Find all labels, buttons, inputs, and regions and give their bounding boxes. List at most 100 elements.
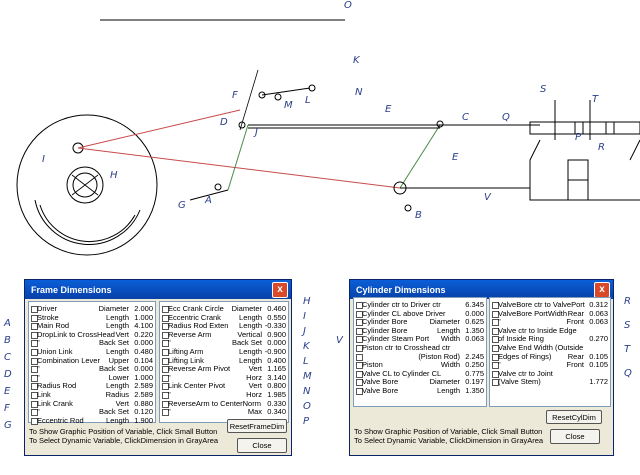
graphic-position-checkbox[interactable] [31, 400, 38, 408]
dimension-value[interactable]: 0.775 [465, 368, 484, 378]
graphic-position-checkbox[interactable] [162, 306, 169, 313]
dimension-value[interactable]: 0.400 [267, 355, 286, 365]
frame-close-button[interactable]: Close [237, 438, 287, 453]
dimension-value[interactable]: 1.000 [134, 312, 153, 322]
graphic-position-checkbox[interactable] [356, 302, 363, 309]
dimension-value[interactable]: 0.000 [134, 364, 153, 374]
graphic-position-checkbox[interactable] [492, 310, 499, 318]
graphic-position-checkbox[interactable] [356, 310, 363, 318]
graphic-position-checkbox[interactable] [356, 327, 363, 335]
graphic-position-checkbox[interactable] [31, 417, 38, 425]
dimension-value[interactable]: 0.220 [134, 329, 153, 339]
graphic-position-checkbox[interactable] [492, 327, 499, 335]
dimension-value[interactable]: 0.625 [465, 317, 484, 327]
dimension-value[interactable]: 0.460 [267, 304, 286, 313]
dimension-value[interactable]: -0.900 [264, 347, 286, 356]
graphic-position-checkbox[interactable] [31, 349, 38, 356]
graphic-position-checkbox[interactable] [492, 319, 499, 327]
graphic-position-checkbox[interactable] [492, 345, 499, 352]
dimension-value[interactable]: 0.312 [589, 300, 608, 309]
graphic-position-checkbox[interactable] [31, 409, 38, 417]
graphic-position-checkbox[interactable] [31, 331, 38, 339]
dimension-value[interactable]: 0.063 [589, 308, 608, 318]
graphic-position-checkbox[interactable] [162, 323, 169, 331]
dimension-value[interactable]: 0.063 [465, 334, 484, 344]
graphic-position-checkbox[interactable] [31, 340, 38, 348]
graphic-position-checkbox[interactable] [356, 388, 363, 395]
dimension-value[interactable]: 0.105 [589, 351, 608, 361]
dimension-value[interactable]: 2.000 [134, 304, 153, 313]
graphic-position-checkbox[interactable] [162, 349, 169, 356]
graphic-position-checkbox[interactable] [492, 302, 499, 309]
graphic-position-checkbox[interactable] [31, 314, 38, 322]
dimension-value[interactable]: 0.480 [134, 347, 153, 356]
graphic-position-checkbox[interactable] [356, 379, 363, 387]
graphic-position-checkbox[interactable] [492, 362, 499, 370]
dimension-value[interactable]: 0.550 [267, 312, 286, 322]
graphic-position-checkbox[interactable] [162, 331, 169, 339]
graphic-position-checkbox[interactable] [162, 340, 169, 348]
dimension-value[interactable]: 0.063 [589, 317, 608, 327]
dimension-value[interactable]: 1.165 [267, 364, 286, 374]
dimension-value[interactable]: 0.340 [267, 407, 286, 417]
graphic-position-checkbox[interactable] [356, 362, 363, 370]
graphic-position-checkbox[interactable] [31, 357, 38, 365]
graphic-position-checkbox[interactable] [162, 400, 169, 408]
graphic-position-checkbox[interactable] [492, 379, 499, 387]
graphic-position-checkbox[interactable] [31, 392, 38, 399]
graphic-position-checkbox[interactable] [356, 336, 363, 344]
graphic-position-checkbox[interactable] [31, 306, 38, 313]
cylinder-close-button[interactable]: Close [550, 429, 600, 444]
graphic-position-checkbox[interactable] [492, 336, 499, 344]
dimension-value[interactable]: 2.245 [465, 351, 484, 361]
dimension-row[interactable]: (Valve Stem)1.772 [490, 377, 610, 387]
graphic-position-checkbox[interactable] [162, 383, 169, 391]
dimension-value[interactable]: 0.270 [589, 334, 608, 344]
dimension-value[interactable]: 0.250 [465, 360, 484, 370]
graphic-position-checkbox[interactable] [162, 357, 169, 365]
reset-cyl-dim-button[interactable]: ResetCylDim [546, 410, 602, 424]
dimension-row[interactable]: (Piston Rod)2.245 [354, 352, 486, 361]
dimension-value[interactable]: 6.345 [465, 300, 484, 309]
dimension-value[interactable]: 1.350 [465, 325, 484, 335]
dimension-row[interactable]: Valve ctr to Inside Edge [490, 326, 610, 335]
dimension-value[interactable]: 1.000 [134, 372, 153, 382]
dimension-value[interactable]: 2.589 [134, 390, 153, 399]
dimension-value[interactable]: 0.104 [134, 355, 153, 365]
graphic-position-checkbox[interactable] [356, 319, 363, 327]
dimension-value[interactable]: -0.330 [264, 321, 286, 331]
graphic-position-checkbox[interactable] [162, 366, 169, 374]
graphic-position-checkbox[interactable] [31, 374, 38, 382]
